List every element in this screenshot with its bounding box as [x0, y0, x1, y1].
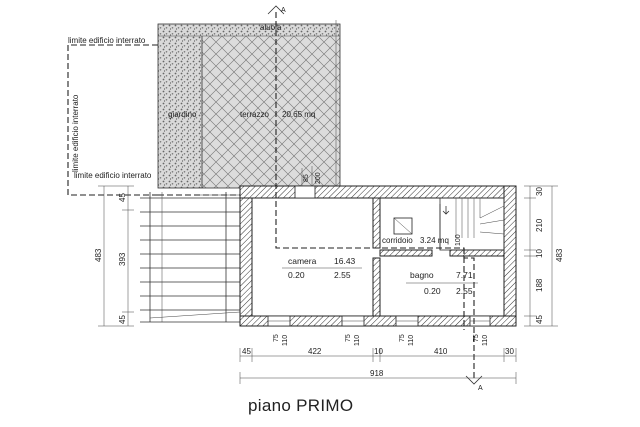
dim-bottom-45: 45 [242, 347, 251, 356]
bagno-name: bagno [410, 270, 434, 280]
underground-limit-left [67, 44, 158, 196]
dim-top-200-label: 200 [315, 172, 322, 184]
section-arrow-bottom-icon [465, 375, 483, 385]
terrazzo-paving [202, 36, 340, 188]
limite-bottom-label: limite edificio interrato [74, 171, 152, 180]
section-marker-bottom: A [478, 385, 483, 392]
dim-bottom-10: 10 [374, 347, 383, 356]
win3-b: 110 [408, 335, 415, 346]
win2-a: 75 [345, 334, 352, 342]
terrazzo-label: terrazzo [240, 110, 269, 119]
cabinet-diag [393, 217, 413, 235]
walls [239, 185, 517, 327]
giardino-label: giardino [168, 110, 197, 119]
bagno-height: 2.55 [456, 286, 473, 296]
stair-arrow-icon [442, 206, 450, 215]
dim-right-210: 210 [535, 218, 544, 232]
giardino-gravel [158, 24, 202, 188]
corridoio-label: corridoio [382, 236, 413, 245]
dim-left-45-bottom: 45 [118, 315, 127, 324]
stair-winders [479, 205, 505, 235]
wall-stair-left [372, 197, 381, 249]
wall-bagno-top-right [449, 249, 505, 257]
windows [267, 185, 491, 327]
dim-right-188: 188 [535, 278, 544, 292]
win1-a: 75 [273, 334, 280, 342]
dim-right-45: 45 [535, 315, 544, 324]
pergola-diag [149, 311, 241, 319]
win4-a: 75 [473, 334, 480, 342]
win2-b: 110 [354, 335, 361, 346]
win3-a: 75 [399, 334, 406, 342]
wall-partition [372, 257, 381, 317]
pergola [140, 192, 241, 323]
dim-left-483: 483 [94, 248, 103, 262]
staircase [393, 197, 505, 251]
wall-bagno-top [379, 249, 433, 257]
door-top [294, 185, 316, 199]
win4-b: 110 [482, 335, 489, 346]
dim-total-918: 918 [370, 369, 384, 378]
bagno-area: 7.71 [456, 270, 473, 280]
section-marker-top: A [281, 7, 286, 14]
limite-side-label: limite edificio interrato [71, 94, 80, 172]
dim-left-45-top: 45 [118, 193, 127, 202]
camera-ratio: 0.20 [288, 270, 305, 280]
dim-right-10: 10 [535, 249, 544, 258]
aiuola-label: aiuola [260, 23, 282, 32]
dim-right [524, 185, 558, 327]
wall-right [503, 185, 517, 327]
dim-left [98, 185, 134, 327]
stair-well [439, 197, 505, 251]
corridoio-area: 3.24 mq [420, 236, 449, 245]
section-arrow-top-icon [267, 5, 285, 15]
dim-left-393: 393 [118, 252, 127, 266]
wall-left [239, 185, 253, 327]
section-line [267, 5, 483, 385]
camera-area: 16.43 [334, 256, 356, 266]
win1-b: 110 [282, 335, 289, 346]
dim-right-30: 30 [535, 187, 544, 196]
dim-bottom [239, 348, 517, 384]
stair-100-label: 100 [455, 234, 462, 246]
limite-top-label: limite edificio interrato [68, 36, 146, 45]
plan-title: piano PRIMO [248, 396, 354, 415]
camera-height: 2.55 [334, 270, 351, 280]
dim-bottom-422: 422 [308, 347, 322, 356]
bagno-ratio: 0.20 [424, 286, 441, 296]
aiuola-strip [158, 24, 340, 36]
wall-top [239, 185, 517, 199]
dim-bottom-410: 410 [434, 347, 448, 356]
terrazzo-area: 20.65 mq [282, 110, 315, 119]
garden-area [157, 23, 341, 189]
dim-right-483: 483 [555, 248, 564, 262]
dim-bottom-30: 30 [505, 347, 514, 356]
camera-name: camera [288, 256, 317, 266]
dim-top-85-label: 85 [303, 174, 310, 182]
